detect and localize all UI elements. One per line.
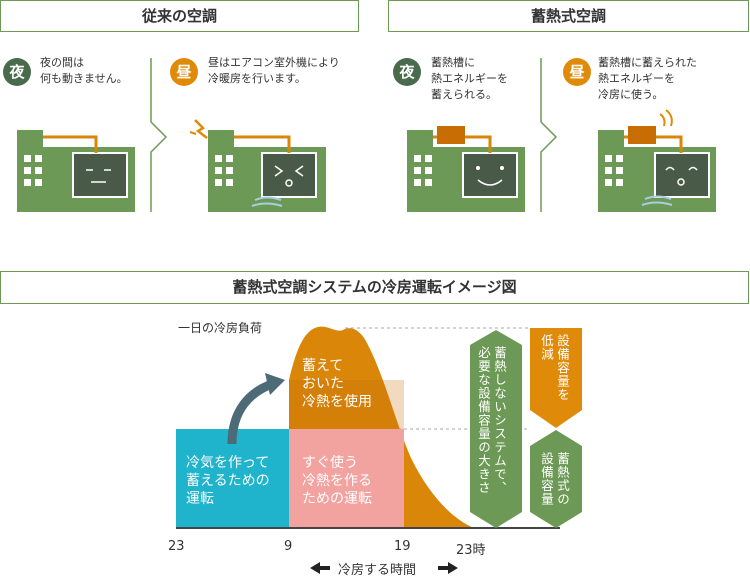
conventional-title: 従来の空調 [141,7,217,25]
thermal-capacity-label: 蓄熱式の 設備容量 [539,452,570,506]
chart-title: 蓄熱式空調システムの冷房運転イメージ図 [232,278,517,296]
conventional-day-building-icon [189,119,326,212]
no-storage-capacity-label: 蓄熱しないシステムで、 必要な設備容量の大きさ [476,346,507,495]
no-storage-capacity-arrow [470,330,522,528]
conventional-night-text: 夜の間は 何も動きません。 [40,56,128,85]
time-arrow-left-icon [310,562,320,574]
capacity-reduction-label: 設備容量を 低減 [539,334,570,402]
tick-label-9: 9 [284,539,293,554]
night-storage-block [176,429,289,528]
thermal-night-text: 蓄熱槽に 熱エネルギーを 蓄えられる。 [431,56,508,101]
load-label: 一日の冷房負荷 [178,321,263,335]
conventional-header: 従来の空調 [0,0,359,32]
tick-label-19: 19 [394,539,411,554]
conventional-day-badge: 昼 [170,58,198,86]
top-illustrations [17,58,716,212]
stored-heat-usage-label: 蓄えて おいた 冷熱を使用 [302,358,372,410]
tick-label-start: 23 [168,539,185,554]
thermal-header: 蓄熱式空調 [388,0,749,32]
conventional-day-text: 昼はエアコン室外機により 冷暖房を行います。 [208,56,340,85]
thermal-title: 蓄熱式空調 [530,7,606,25]
storage-transfer-arrow [227,379,274,445]
night-storage-block-label: 冷気を作って 蓄えるための 運転 [186,455,270,507]
chart-header: 蓄熱式空調システムの冷房運転イメージ図 [0,271,749,304]
thermal-day-text: 蓄熱槽に蓄えられた 熱エネルギーを 冷房に使う。 [598,56,697,101]
thermal-night-building-icon [407,126,525,212]
capacity-reduction-arrow [530,328,582,428]
thermal-divider-chevron [540,58,558,212]
conventional-night-badge: 夜 [3,58,31,86]
daytime-direct-block [289,429,404,528]
tick-label-end: 23時 [456,543,486,558]
time-arrow-right-icon [448,562,458,574]
daytime-direct-block-label: すぐ使う 冷熱を作る ための運転 [302,455,372,507]
conventional-divider-chevron [150,58,168,212]
time-axis-label: 冷房する時間 [338,563,417,578]
thermal-capacity-arrow [530,430,582,528]
thermal-night-badge: 夜 [393,58,421,86]
conventional-night-building-icon [17,130,135,212]
thermal-day-building-icon [598,109,716,212]
thermal-day-badge: 昼 [563,58,591,86]
storage-transfer-arrow-head [265,373,285,395]
stored-heat-usage-block [289,380,404,429]
